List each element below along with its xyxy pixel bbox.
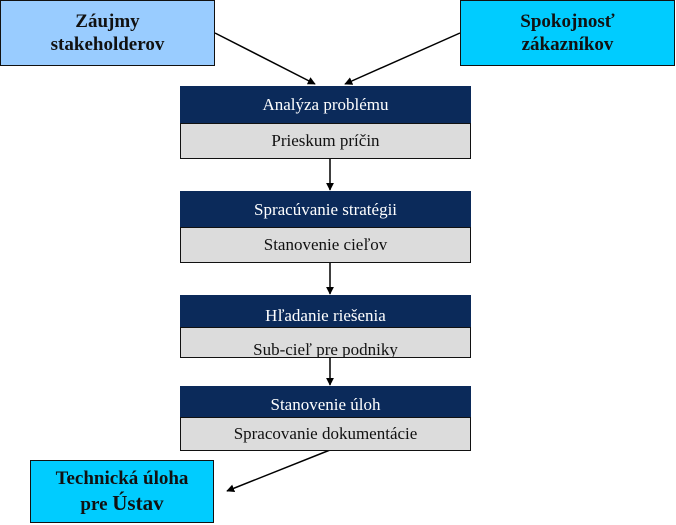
step-4-detail-box: Spracovanie dokumentácie — [180, 417, 471, 451]
output-line2: pre Ústav — [56, 491, 189, 517]
step-4-title-box: Stanovenie úloh — [180, 386, 471, 418]
step-2-detail: Stanovenie cieľov — [263, 235, 388, 254]
output-line1: Technická úloha — [55, 467, 189, 489]
step-2-title-box: Spracúvanie stratégii — [180, 191, 471, 228]
step-3-detail: Sub-cieľ pre podniky — [253, 339, 398, 358]
output-line2-emphasis: Ústav — [112, 490, 164, 515]
customer-satisfaction-box: Spokojnosť zákazníkov — [460, 0, 675, 66]
technical-task-output-box: Technická úloha pre Ústav — [30, 460, 214, 523]
customer-line1: Spokojnosť — [520, 11, 615, 32]
customer-line2: zákazníkov — [521, 34, 614, 55]
step-3-title-box: Hľadanie riešenia — [180, 295, 471, 328]
stakeholders-line1: Záujmy — [75, 11, 140, 32]
step-2-detail-box: Stanovenie cieľov — [180, 227, 471, 263]
step-3-detail-box: Sub-cieľ pre podniky — [180, 327, 471, 358]
step-1-title: Analýza problému — [262, 95, 389, 114]
step-1-title-box: Analýza problému — [180, 86, 471, 124]
step-1-detail-box: Prieskum príčin — [180, 123, 471, 159]
step-2-title: Spracúvanie stratégii — [253, 199, 398, 219]
arrow-customer-to-analysis — [344, 32, 461, 85]
step-4-title: Stanovenie úloh — [270, 394, 381, 414]
step-3-title: Hľadanie riešenia — [265, 305, 386, 325]
arrow-step4-to-output — [226, 449, 331, 493]
step-1-detail: Prieskum príčin — [271, 131, 380, 150]
arrow-stakeholders-to-analysis — [214, 32, 316, 85]
output-line2-prefix: pre — [80, 493, 113, 515]
stakeholders-line2: stakeholderov — [50, 34, 165, 55]
stakeholders-interests-box: Záujmy stakeholderov — [0, 0, 215, 66]
step-4-detail: Spracovanie dokumentácie — [233, 424, 418, 443]
